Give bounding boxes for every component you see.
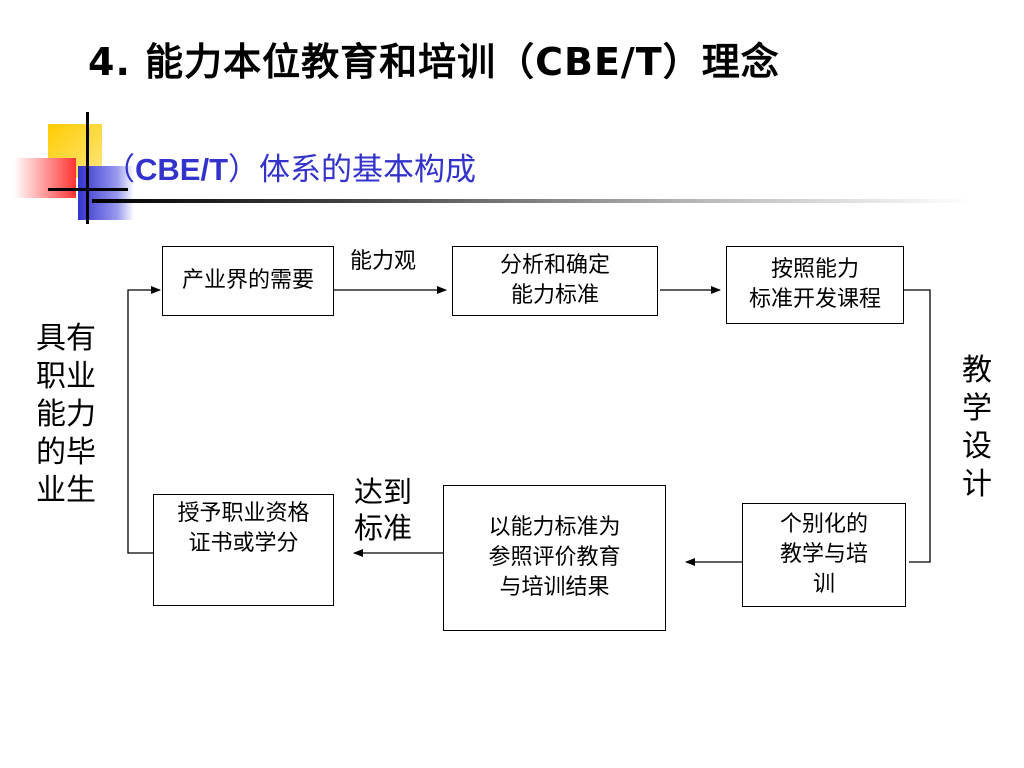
node-develop-course: 按照能力 标准开发课程	[726, 246, 904, 324]
node-grant-certificate-label: 授予职业资格 证书或学分	[177, 501, 310, 556]
node-individual-teaching-label: 个别化的 教学与培 训	[779, 512, 868, 597]
edge-label-meet-standard: 达到 标准	[354, 475, 413, 545]
side-label-instructional-design: 教 学 设 计	[962, 353, 992, 502]
node-determine-standard: 分析和确定 能力标准	[452, 246, 658, 316]
node-individual-teaching: 个别化的 教学与培 训	[742, 503, 906, 607]
connector-course-to-teaching	[904, 289, 931, 563]
deco-red-square	[14, 158, 76, 198]
node-industry-needs: 产业界的需要	[162, 246, 334, 316]
side-label-graduate: 具有 职业 能力 的毕 业生	[36, 321, 96, 508]
node-grant-certificate: 授予职业资格 证书或学分	[153, 494, 334, 606]
subtitle-rest: ）体系的基本构成	[228, 152, 476, 188]
node-evaluate-results-label: 以能力标准为 参照评价教育 与培训结果	[488, 515, 621, 600]
edge-label-competency-view: 能力观	[350, 249, 417, 274]
node-develop-course-label: 按照能力 标准开发课程	[748, 257, 881, 312]
subtitle-cbet: CBE/T	[135, 152, 228, 187]
deco-vertical-line	[86, 112, 89, 224]
node-evaluate-results: 以能力标准为 参照评价教育 与培训结果	[443, 485, 666, 631]
node-determine-standard-label: 分析和确定 能力标准	[499, 253, 610, 308]
subtitle-open-paren: （	[104, 152, 135, 188]
slide-title: 4. 能力本位教育和培训（CBE/T）理念	[88, 40, 780, 84]
node-industry-needs-label: 产业界的需要	[181, 268, 314, 293]
deco-horizontal-line	[48, 188, 128, 191]
slide-subtitle: （CBE/T）体系的基本构成	[104, 148, 476, 192]
arrow-certificate-to-needs	[127, 286, 161, 554]
subtitle-rule	[92, 199, 972, 203]
